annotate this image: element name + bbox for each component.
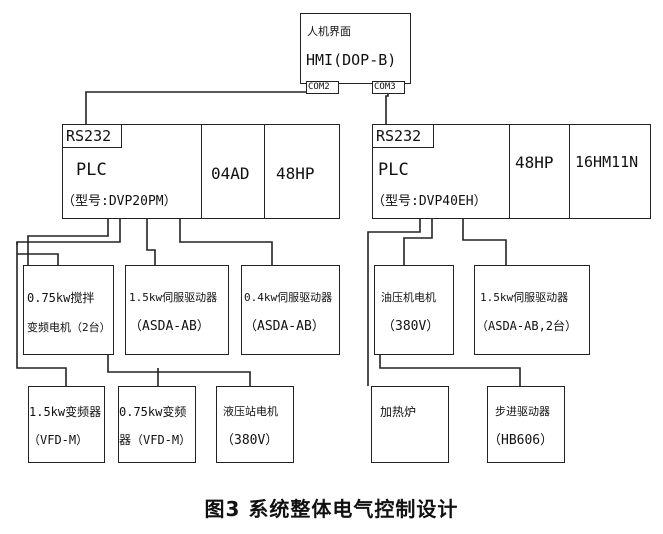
left-device-stirring-motor-line2: 变频电机（2台） (27, 321, 111, 334)
right-device-servo-1-5kw-line2: （ASDA-AB,2台） (476, 319, 578, 333)
hmi-port-com2-label: COM2 (308, 82, 330, 92)
left-plc-module-1: 04AD (211, 164, 250, 183)
left-plc-rs232: RS232 (66, 127, 112, 145)
hmi-label-main: HMI(DOP-B) (306, 51, 397, 69)
right-plc-module-2: 16HM11N (575, 153, 639, 171)
right-device-stepper-driver-line2: （HB606） (488, 433, 554, 448)
wire-right-bus-3 (462, 218, 507, 265)
wire-right-bus-1 (367, 218, 421, 386)
wire-right-bus-4 (379, 355, 521, 386)
wire-left-bus-4 (179, 218, 273, 265)
right-device-oil-press-motor-line2: （380V） (382, 319, 440, 334)
wire-right-bus-2 (403, 218, 433, 265)
hmi-port-com3 (372, 81, 405, 94)
left-plc-name: PLC (76, 160, 107, 180)
figure-caption: 图3 系统整体电气控制设计 (204, 497, 459, 521)
wire-left-bus-1 (16, 218, 121, 386)
left-device-vfd-1-5kw-line2: （VFD-M） (28, 433, 89, 447)
right-device-oil-press-motor-line1: 油压机电机 (381, 291, 436, 304)
left-device-vfd-1-5kw-line1: 1.5kw变频器 (29, 405, 102, 419)
hmi-box (300, 13, 411, 84)
right-device-furnace-line1: 加热炉 (380, 405, 417, 419)
right-plc-module-1: 48HP (515, 153, 554, 172)
left-device-servo-0-4kw (241, 265, 340, 355)
left-device-hydraulic-motor (216, 386, 294, 463)
right-device-servo-1-5kw-line1: 1.5kw伺服驱动器 (480, 291, 569, 304)
hmi-port-com2 (306, 81, 339, 94)
right-plc-model: （型号:DVP40EH） (372, 194, 487, 209)
hmi-port-com3-label: COM3 (374, 82, 396, 92)
wire-left-bus-3 (146, 218, 156, 265)
right-plc-rs232: RS232 (376, 127, 422, 145)
left-device-stirring-motor (23, 265, 114, 355)
wire-left-row2-3 (107, 355, 251, 386)
left-plc-model: （型号:DVP20PM） (62, 194, 177, 209)
right-device-furnace (371, 386, 449, 463)
right-device-oil-press-motor (374, 265, 454, 355)
right-plc-rs232-box (372, 124, 434, 148)
left-device-servo-1-5kw-line2: （ASDA-AB） (129, 319, 210, 334)
wire-hmi-left-plc (85, 84, 319, 125)
left-device-vfd-1-5kw (28, 386, 105, 463)
wire-left-bus-2 (27, 218, 109, 265)
hmi-label-top: 人机界面 (307, 25, 351, 38)
left-device-hydraulic-motor-line2: （380V） (221, 433, 279, 448)
left-device-servo-1-5kw-line1: 1.5kw伺服驱动器 (129, 291, 218, 304)
left-device-servo-0-4kw-line2: （ASDA-AB） (244, 319, 325, 334)
left-device-vfd-0-75kw-line1: 0.75kw变频 (119, 405, 187, 419)
left-plc-rs232-box (62, 124, 122, 148)
left-device-hydraulic-motor-line1: 液压站电机 (223, 405, 278, 418)
left-plc-module-1-box (201, 124, 265, 219)
left-device-servo-0-4kw-line1: 0.4kw伺服驱动器 (244, 291, 333, 304)
left-device-vfd-0-75kw (118, 386, 196, 463)
left-device-servo-1-5kw (125, 265, 229, 355)
right-plc-module-1-box (509, 124, 570, 219)
left-plc-module-2: 48HP (276, 164, 315, 183)
right-device-stepper-driver (487, 386, 565, 463)
left-device-vfd-0-75kw-line2: 器（VFD-M） (119, 433, 192, 447)
right-device-servo-1-5kw (474, 265, 590, 355)
right-device-stepper-driver-line1: 步进驱动器 (495, 405, 550, 418)
wire-left-bus-a (17, 253, 59, 265)
right-plc-name: PLC (378, 160, 409, 180)
left-device-stirring-motor-line1: 0.75kw搅拌 (27, 291, 95, 305)
